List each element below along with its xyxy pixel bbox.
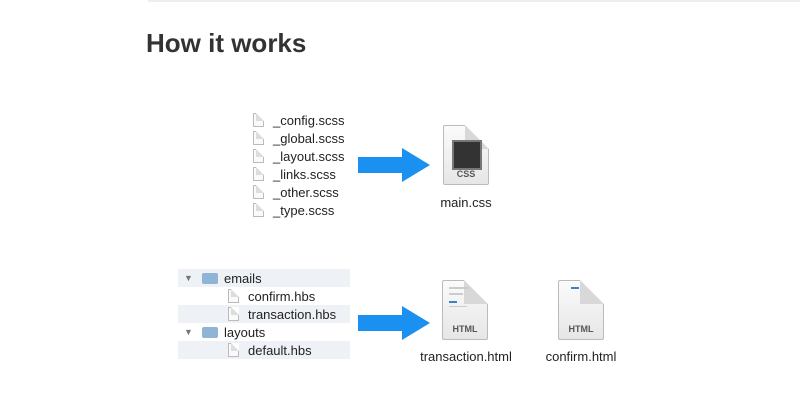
file-name: _other.scss xyxy=(273,184,339,200)
scss-file: _global.scss xyxy=(253,129,345,147)
file-name: _layout.scss xyxy=(273,148,345,164)
tree-file-row[interactable]: default.hbs xyxy=(178,341,350,359)
file-icon xyxy=(253,149,264,163)
folder-row-layouts[interactable]: ▼ layouts xyxy=(178,323,350,341)
file-icon xyxy=(228,289,239,303)
folder-name: layouts xyxy=(224,324,266,340)
html-file-icon: HTML xyxy=(442,280,488,340)
html-output-name: confirm.html xyxy=(545,349,617,364)
tree-file-row[interactable]: transaction.hbs xyxy=(178,305,350,323)
file-badge: HTML xyxy=(452,324,478,334)
file-name: _config.scss xyxy=(273,112,345,128)
scss-file: _config.scss xyxy=(253,111,345,129)
arrow-right-icon xyxy=(358,306,430,340)
file-name: _links.scss xyxy=(273,166,336,182)
tree-file-row[interactable]: confirm.hbs xyxy=(178,287,350,305)
css-output-name: main.css xyxy=(440,195,492,210)
page-title: How it works xyxy=(146,28,307,58)
css-file-icon: CSS xyxy=(443,125,489,185)
file-icon xyxy=(253,185,264,199)
file-icon xyxy=(228,307,239,321)
scss-file: _type.scss xyxy=(253,201,334,219)
file-name: _type.scss xyxy=(273,202,335,218)
disclosure-triangle-icon[interactable]: ▼ xyxy=(184,273,193,283)
file-icon xyxy=(253,113,264,127)
file-name: transaction.hbs xyxy=(248,306,337,322)
scss-file: _other.scss xyxy=(253,183,339,201)
disclosure-triangle-icon[interactable]: ▼ xyxy=(184,327,193,337)
file-name: _global.scss xyxy=(273,130,345,146)
file-icon xyxy=(253,167,264,181)
html-output-name: transaction.html xyxy=(420,349,512,364)
file-badge: HTML xyxy=(568,324,594,334)
file-icon xyxy=(253,203,264,217)
scss-file: _layout.scss xyxy=(253,147,345,165)
folder-row-emails[interactable]: ▼ emails xyxy=(178,269,350,287)
scss-file: _links.scss xyxy=(253,165,336,183)
folder-name: emails xyxy=(224,270,262,286)
file-icon xyxy=(228,343,239,357)
html-file-icon: HTML xyxy=(558,280,604,340)
file-icon xyxy=(253,131,264,145)
folder-icon xyxy=(202,326,218,338)
top-divider xyxy=(148,0,800,2)
folder-tree: ▼ emails confirm.hbs transaction.hbs ▼ lay… xyxy=(178,269,350,359)
file-badge: CSS xyxy=(456,169,476,179)
file-name: default.hbs xyxy=(248,342,312,358)
folder-icon xyxy=(202,272,218,284)
arrow-right-icon xyxy=(358,148,430,182)
file-name: confirm.hbs xyxy=(248,288,316,304)
